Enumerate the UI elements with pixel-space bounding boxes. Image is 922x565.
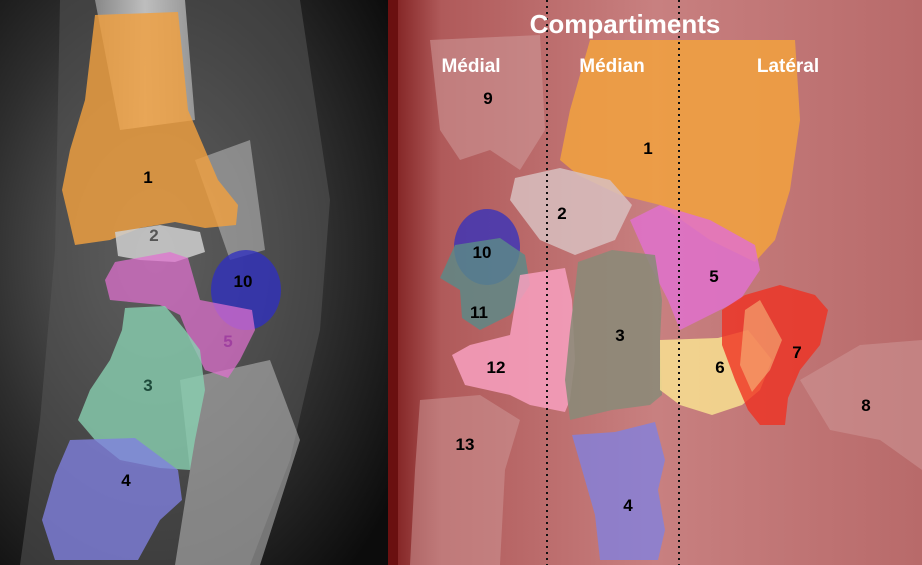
frontal-label-1: 1	[643, 139, 652, 158]
lateral-label-3: 3	[143, 376, 152, 395]
frontal-label-4: 4	[623, 496, 633, 515]
compartment-median-label: Médian	[579, 56, 644, 77]
frontal-label-11: 11	[470, 303, 488, 322]
lateral-label-4: 4	[121, 471, 131, 490]
lateral-label-10: 10	[234, 272, 253, 291]
frontal-label-5: 5	[709, 267, 718, 286]
frontal-bone-3-capitate	[565, 250, 662, 420]
frontal-label-12: 12	[487, 358, 506, 377]
compartment-lateral-label: Latéral	[757, 56, 819, 77]
frontal-label-3: 3	[615, 326, 624, 345]
lateral-label-1: 1	[143, 168, 152, 187]
frontal-label-2: 2	[557, 204, 566, 223]
frontal-label-13: 13	[456, 435, 475, 454]
frontal-label-6: 6	[715, 358, 724, 377]
lateral-label-2: 2	[149, 226, 158, 245]
frontal-left-edge	[388, 0, 398, 565]
frontal-label-9: 9	[483, 89, 492, 108]
compartment-medial-label: Médial	[441, 56, 500, 77]
frontal-label-10: 10	[473, 243, 492, 262]
frontal-label-8: 8	[861, 396, 870, 415]
lateral-label-5: 5	[223, 332, 232, 351]
compartments-title: Compartiments	[530, 9, 721, 39]
lateral-view-panel: 1 2 10 5 3 4	[0, 0, 388, 565]
frontal-label-7: 7	[792, 343, 801, 362]
frontal-view-panel: Compartiments Médial Médian Latéral 9 1 …	[388, 0, 922, 565]
